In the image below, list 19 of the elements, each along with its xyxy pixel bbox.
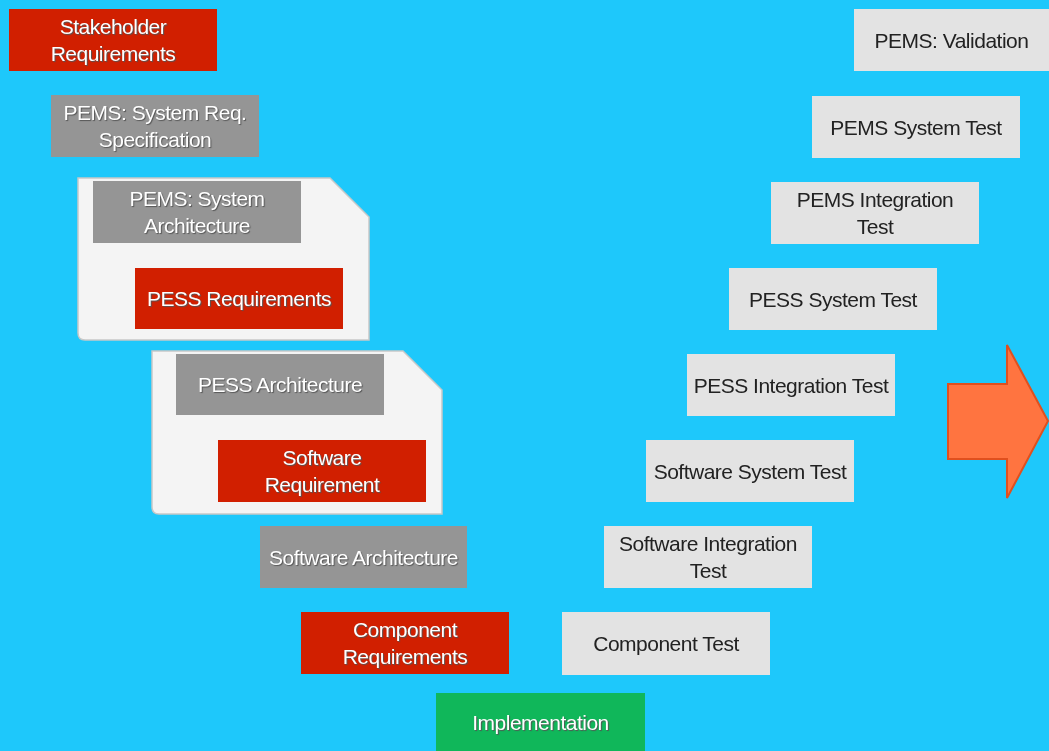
test-box: PEMS Integration Test [771, 182, 979, 244]
requirement-box: PESS Requirements [135, 268, 343, 329]
specification-box: PEMS: System Req. Specification [51, 95, 259, 157]
implementation-box: Implementation [436, 693, 645, 751]
specification-box: PESS Architecture [176, 354, 384, 415]
group-panel [77, 177, 370, 341]
test-box: Component Test [562, 612, 770, 675]
test-box: PEMS System Test [812, 96, 1020, 158]
test-box: PEMS: Validation [854, 9, 1049, 71]
requirement-box: Component Requirements [301, 612, 509, 674]
test-box: Software System Test [646, 440, 854, 502]
requirement-box: Stakeholder Requirements [9, 9, 217, 71]
group-panel [151, 350, 443, 515]
test-box: PESS Integration Test [687, 354, 895, 416]
specification-box: Software Architecture [260, 526, 467, 588]
test-box: PESS System Test [729, 268, 937, 330]
specification-box: PEMS: System Architecture [93, 181, 301, 243]
requirement-box: Software Requirement [218, 440, 426, 502]
test-box: Software Integration Test [604, 526, 812, 588]
